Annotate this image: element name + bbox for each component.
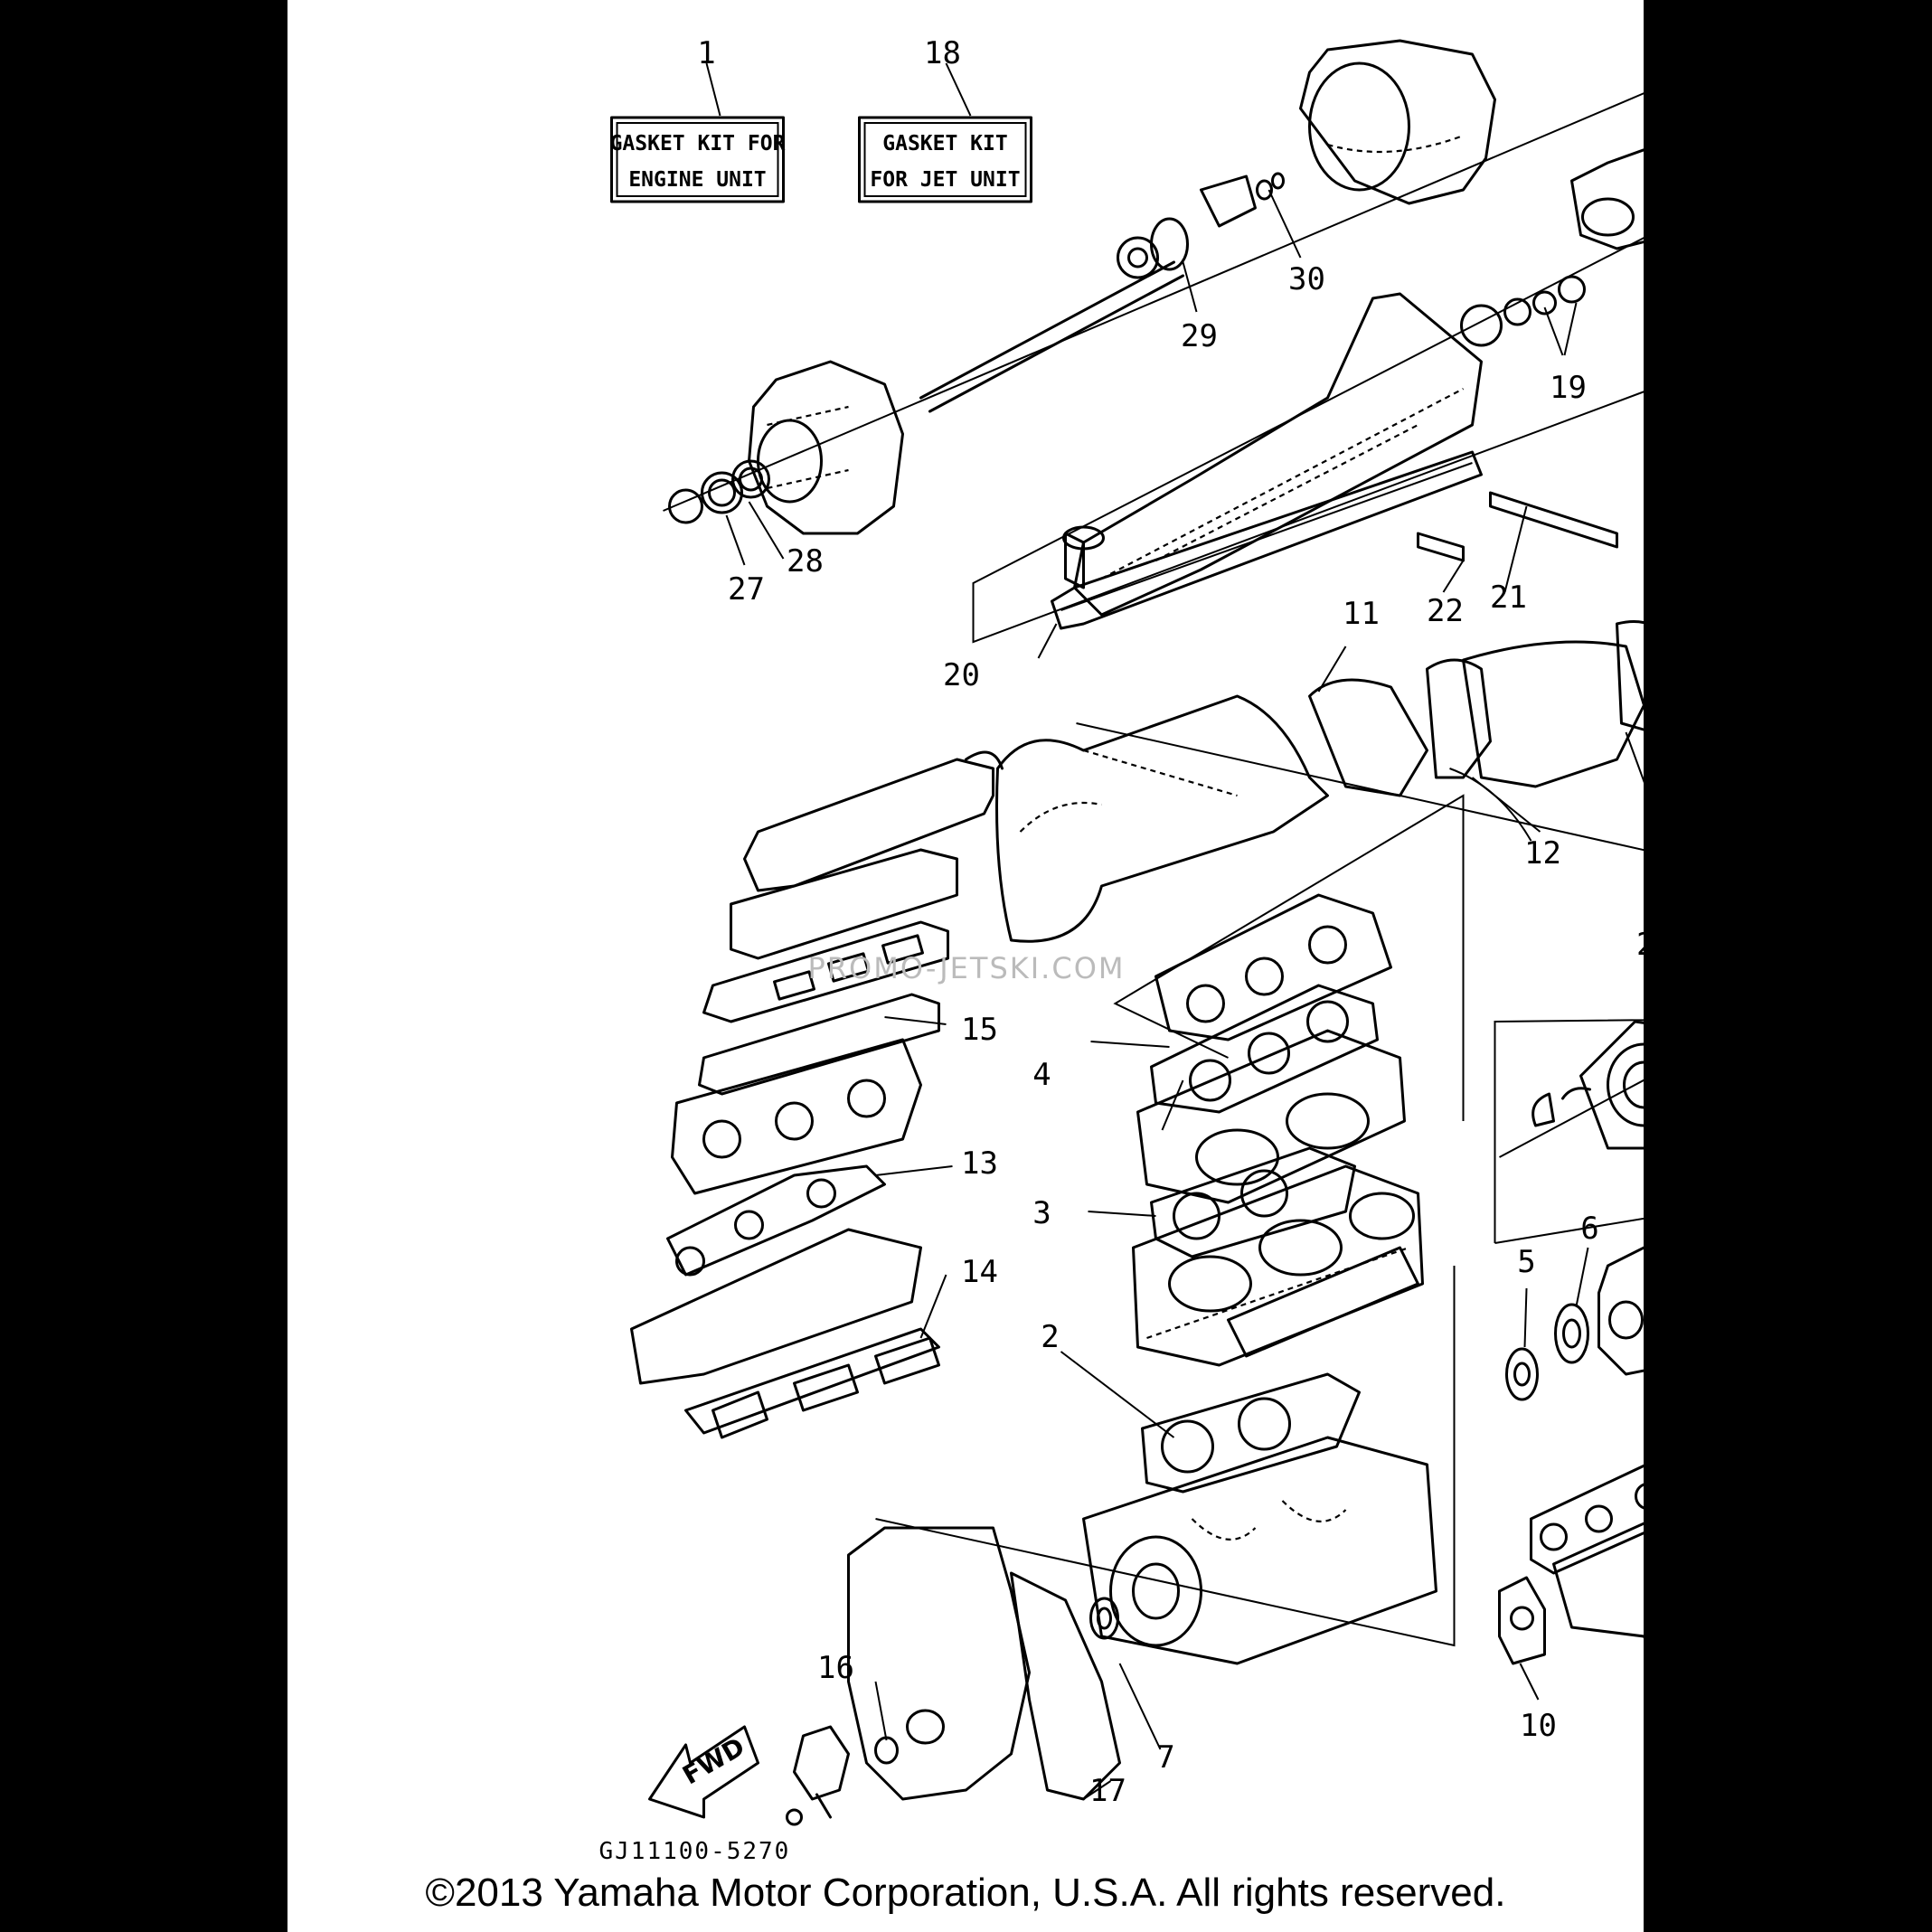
fwd-label: FWD xyxy=(677,1731,749,1790)
duct-gasket xyxy=(1051,450,1483,630)
carburetor-bank xyxy=(671,1038,922,1195)
callout-28: 28 xyxy=(787,543,824,580)
fwd-arrow-icon: FWD xyxy=(648,1725,759,1819)
jet-unit-group-boundary xyxy=(972,237,1644,1158)
kit-engine-line2: ENGINE UNIT xyxy=(628,168,766,192)
callout-7: 7 xyxy=(1156,1739,1174,1776)
bracket-group-boundary xyxy=(1494,1019,1644,1244)
cylinder-block xyxy=(1132,1164,1424,1367)
coupling-5 xyxy=(1505,1347,1539,1401)
callout-11-upper: 11 xyxy=(1343,596,1380,632)
carburetor-gasket xyxy=(666,1164,886,1277)
exhaust-outlet-gasket-10 xyxy=(1498,1576,1546,1665)
exhaust-elbow xyxy=(995,694,1329,943)
callout-21: 21 xyxy=(1490,580,1527,616)
circlips xyxy=(1531,1087,1591,1127)
callout-19: 19 xyxy=(1550,370,1587,406)
callout-29: 29 xyxy=(1181,318,1218,354)
callout-10: 10 xyxy=(1520,1708,1557,1744)
reed-valve-assembly xyxy=(630,1228,940,1439)
pump-cover xyxy=(668,360,904,535)
intake-duct xyxy=(1062,275,1586,617)
cylinder-head-cover xyxy=(1154,893,1392,1041)
leader-lines xyxy=(705,62,1644,1800)
callout-numbers: 1 18 30 29 19 28 27 21 22 11 20 11 12 24… xyxy=(697,35,1644,1809)
flywheel-cover-gasket-17 xyxy=(1010,1571,1121,1801)
kit-engine-line1: GASKET KIT FOR xyxy=(610,132,786,156)
exploded-parts-diagram: FWD xyxy=(599,35,1644,1865)
impeller-group-boundary xyxy=(1076,722,1644,852)
callout-6: 6 xyxy=(1580,1211,1598,1247)
exhaust-manifold-flange xyxy=(1227,1246,1419,1358)
watermark-text: PROMO-JETSKI.COM xyxy=(808,951,1126,985)
callout-30: 30 xyxy=(1288,261,1325,297)
callout-27: 27 xyxy=(728,571,765,608)
callout-22: 22 xyxy=(1427,593,1464,629)
callout-4: 4 xyxy=(1032,1057,1051,1093)
jet-pump-housing xyxy=(1299,39,1496,205)
kit-box-engine: GASKET KIT FOR ENGINE UNIT xyxy=(610,116,786,203)
cylinder-head xyxy=(1136,1029,1406,1204)
exhaust-manifold-8 xyxy=(1530,1464,1644,1575)
kit-jet-line2: FOR JET UNIT xyxy=(870,168,1020,192)
intake-group-boundary xyxy=(663,92,1644,512)
exhaust-chamber xyxy=(1552,1522,1644,1639)
coupling-6 xyxy=(1554,1303,1589,1364)
callout-20: 20 xyxy=(943,657,980,693)
diagram-sheet: FWD xyxy=(287,0,1644,1932)
diagram-code: GJ11100-5270 xyxy=(599,1838,791,1865)
copyright-notice: ©2013 Yamaha Motor Corporation, U.S.A. A… xyxy=(425,1871,1506,1915)
callout-18: 18 xyxy=(924,35,961,71)
drive-shaft xyxy=(919,172,1285,413)
callout-26: 26 xyxy=(1636,927,1644,963)
callout-2: 2 xyxy=(1041,1319,1059,1355)
callout-17: 17 xyxy=(1089,1773,1126,1809)
intake-gasket-plates xyxy=(698,848,958,1096)
callout-14: 14 xyxy=(961,1254,998,1290)
exhaust-pipe-2 xyxy=(1462,620,1644,788)
cylinder-base-gasket-2 xyxy=(1141,1372,1361,1494)
impeller-nozzle xyxy=(1570,148,1644,250)
engine-lower-boundary xyxy=(875,1266,1456,1647)
kit-jet-line1: GASKET KIT xyxy=(882,132,1007,156)
air-filter-case xyxy=(743,750,1004,892)
callout-15: 15 xyxy=(961,1012,998,1048)
crankcase xyxy=(1082,1436,1437,1665)
callout-1: 1 xyxy=(697,35,715,71)
callout-16: 16 xyxy=(817,1650,854,1686)
callout-3: 3 xyxy=(1032,1195,1051,1231)
engine-group-boundary xyxy=(1113,794,1465,1121)
oil-seal-7 xyxy=(1089,1597,1119,1640)
exhaust-joint-rubber xyxy=(1308,658,1492,797)
intermediate-shaft xyxy=(1597,1246,1644,1376)
kit-box-jet: GASKET KIT FOR JET UNIT xyxy=(858,116,1032,203)
flywheel-cover xyxy=(847,1526,1031,1801)
callout-12: 12 xyxy=(1524,835,1561,872)
callout-5: 5 xyxy=(1517,1244,1535,1280)
intake-grate xyxy=(1417,491,1618,562)
bearing-housing xyxy=(1579,1020,1644,1150)
callout-13: 13 xyxy=(961,1145,998,1182)
